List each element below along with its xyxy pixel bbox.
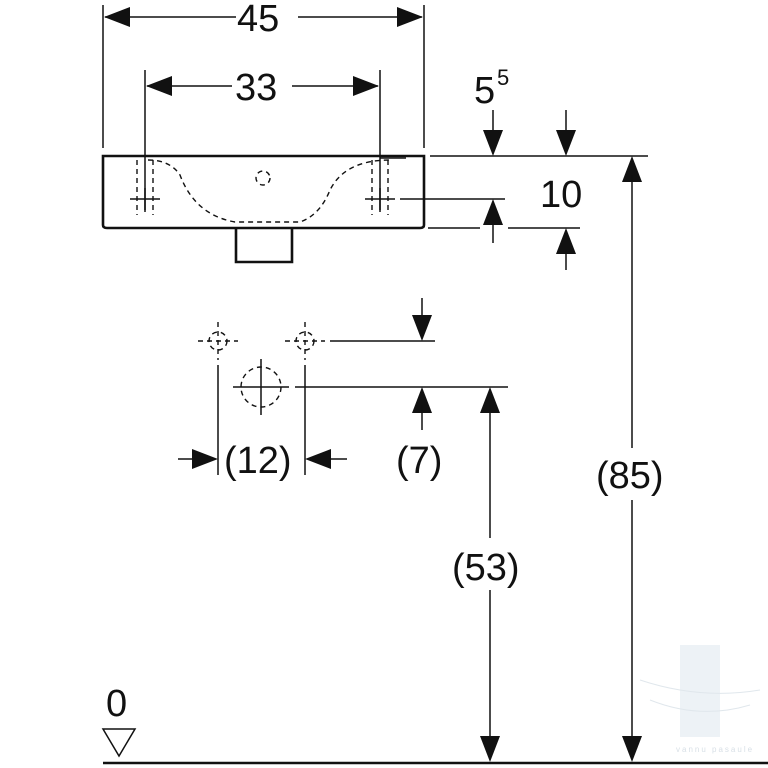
rim-offset-dimension: 5 5 [430, 65, 648, 157]
floor-level-label: 0 [106, 683, 127, 725]
watermark-text: vannu pasaule [676, 745, 754, 754]
drain-height-dimension: (53) [452, 387, 520, 762]
rim-offset-label: 5 [474, 70, 495, 112]
floor-level: 0 [101, 683, 768, 765]
supply-spacing-label: (12) [224, 440, 292, 482]
supply-offset-dimension: (7) [396, 298, 442, 482]
rim-height-dimension: 10 [400, 174, 582, 270]
tap-hole-spacing-dimension: 33 [144, 67, 381, 210]
overall-width-label: 45 [237, 0, 279, 40]
supply-spacing-dimension: (12) [178, 440, 347, 482]
rim-total-height-dimension: (85) [596, 156, 664, 762]
supply-connections [198, 322, 508, 475]
drain-height-label: (53) [452, 547, 520, 589]
watermark: vannu pasaule [639, 645, 761, 754]
washbasin-body [101, 154, 426, 264]
tap-hole-spacing-label: 33 [235, 67, 277, 109]
rim-total-height-label: (85) [596, 455, 664, 497]
rim-height-label: 10 [540, 174, 582, 216]
rim-offset-superscript: 5 [497, 65, 509, 90]
supply-offset-label: (7) [396, 440, 442, 482]
overall-width-dimension: 45 [102, 0, 425, 148]
